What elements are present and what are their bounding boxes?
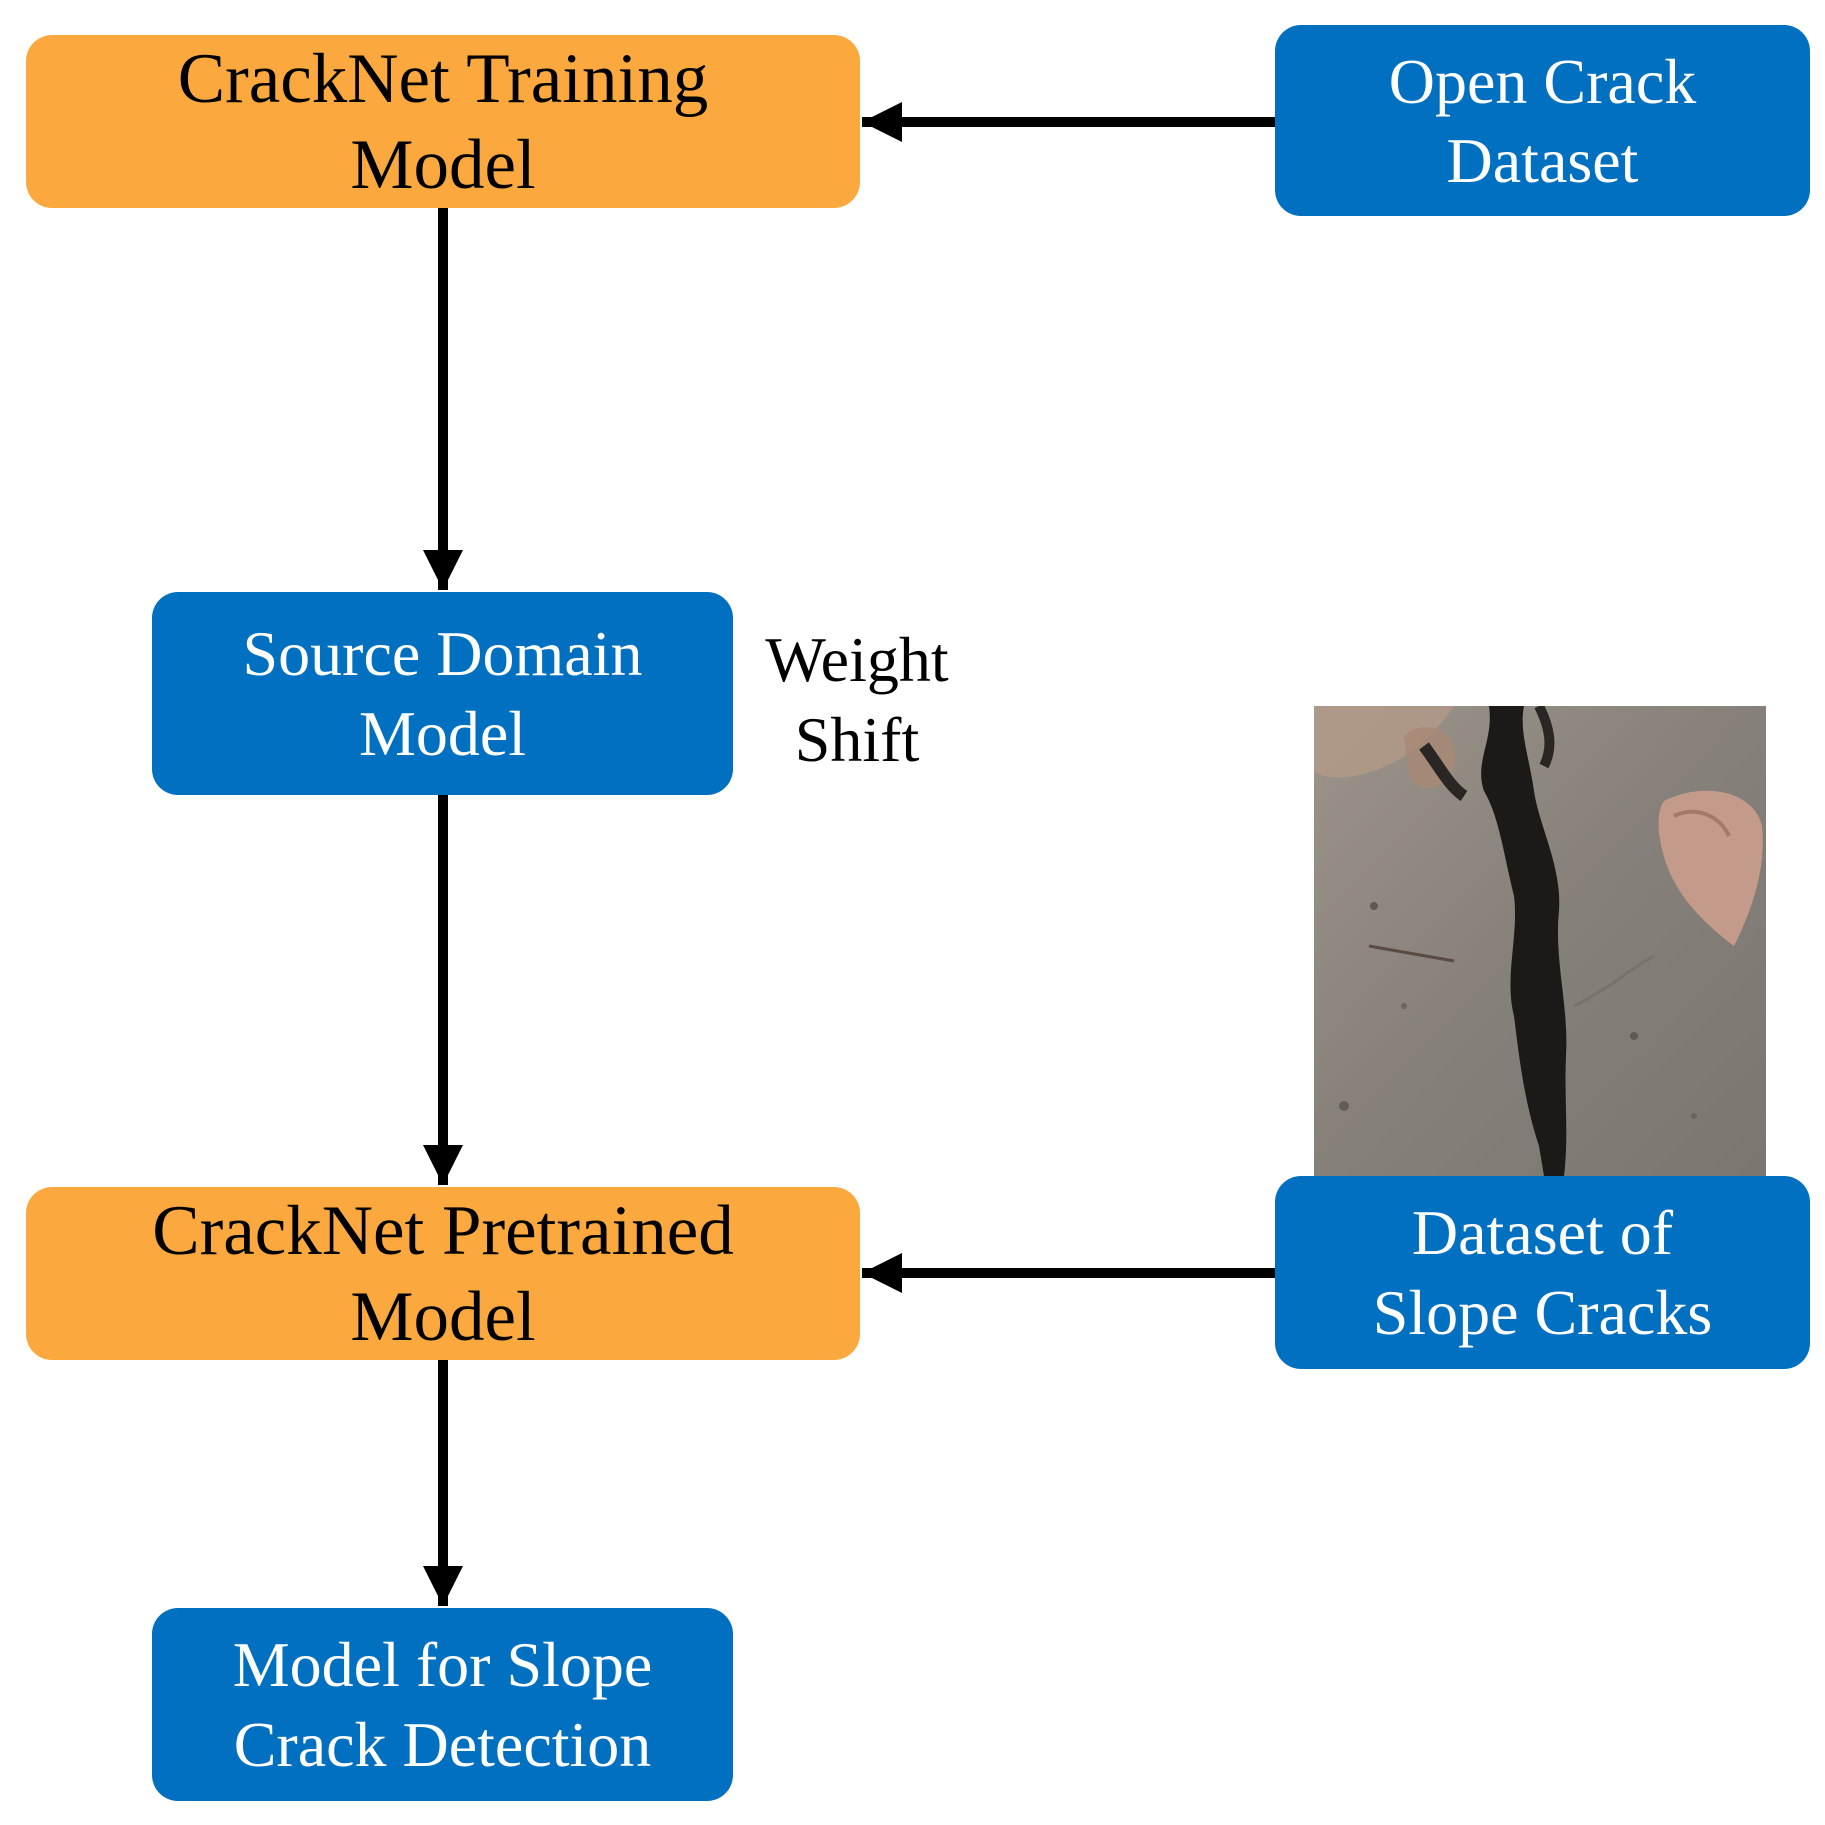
node-label-line: Open Crack [1388, 45, 1697, 117]
cracknet-pretrained-model-node: CrackNet Pretrained Model [26, 1187, 860, 1360]
node-label-line: Slope Cracks [1372, 1276, 1713, 1348]
edge-label-line: Weight [765, 624, 949, 695]
node-label-line: CrackNet Training [177, 39, 709, 118]
node-label-line: Crack Detection [233, 1708, 652, 1780]
node-label-line: Dataset of [1411, 1196, 1674, 1268]
open-crack-dataset-node: Open Crack Dataset [1275, 25, 1810, 216]
node-label-line: Model [350, 1277, 536, 1356]
node-label-line: Model [358, 697, 527, 769]
source-domain-model-node: Source Domain Model [152, 592, 733, 795]
weight-shift-label: Weight Shift [752, 620, 962, 780]
slope-cracks-dataset-node: Dataset of Slope Cracks [1275, 1176, 1810, 1369]
node-label-line: Model [350, 125, 536, 204]
node-label-line: Source Domain [242, 617, 643, 689]
node-label-line: Model for Slope [232, 1628, 653, 1700]
slope-crack-photo [1314, 706, 1766, 1176]
node-label-line: Dataset [1446, 124, 1639, 196]
slope-crack-detection-model-node: Model for Slope Crack Detection [152, 1608, 733, 1801]
node-label-line: CrackNet Pretrained [152, 1191, 734, 1270]
cracknet-training-model-node: CrackNet Training Model [26, 35, 860, 208]
edge-label-line: Shift [794, 704, 920, 775]
